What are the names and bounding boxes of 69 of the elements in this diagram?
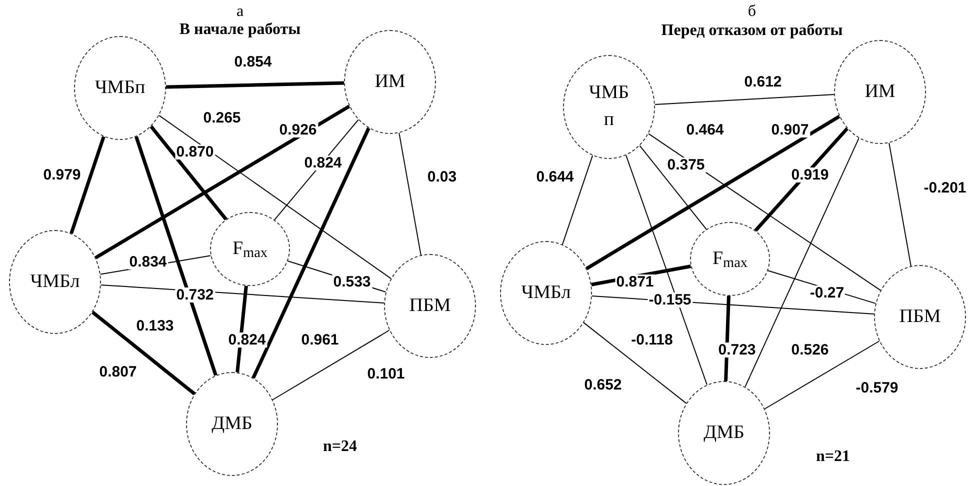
edge-label: 0.824	[303, 156, 343, 170]
panel-title: В начале работы	[179, 22, 301, 38]
node-label: F$_{max}$	[712, 246, 748, 272]
node-label: ДМБ	[212, 412, 252, 436]
panel-letter: а	[236, 4, 244, 20]
edge-label: -0.201	[922, 180, 968, 196]
connector-line	[398, 132, 422, 256]
connector-line	[562, 155, 594, 245]
connector-line	[583, 322, 687, 404]
edge-label: 0.919	[790, 168, 830, 182]
edge-label: 0.464	[685, 122, 725, 138]
edge-label: 0.101	[366, 366, 406, 382]
edge-label: 0.375	[666, 158, 706, 172]
connector-line	[70, 136, 106, 234]
node-label: ЧМБл	[30, 270, 80, 294]
panel-title: Перед отказом от работы	[661, 23, 843, 39]
edge-label: 0.854	[233, 54, 273, 70]
edge-label: 0.03	[426, 170, 458, 184]
edge-label: -0.155	[648, 292, 692, 308]
node-label: ИМ	[374, 70, 406, 94]
connector-line	[158, 114, 392, 280]
edge-label: 0.533	[332, 274, 372, 290]
connector-line	[166, 81, 344, 89]
connector-line	[888, 142, 912, 267]
edge-label: 0.926	[278, 122, 318, 138]
connector-line	[272, 330, 390, 400]
connector-line	[764, 340, 880, 410]
connector-line	[744, 138, 860, 388]
edge-label: 0.907	[770, 122, 810, 138]
edge-label: 0.961	[300, 332, 340, 348]
connector-line	[91, 310, 196, 396]
node-label: ЧМБп	[94, 76, 146, 100]
edge-label: 0.870	[175, 144, 215, 160]
node-label: ЧМБ п	[588, 81, 630, 132]
connector-line	[648, 133, 881, 291]
connector-line	[639, 145, 707, 230]
edge-label: 0.612	[743, 74, 783, 90]
edge-label: 0.979	[42, 168, 82, 182]
connector-line	[252, 127, 370, 379]
connector-line	[94, 104, 350, 260]
connector-line	[150, 125, 228, 220]
edge-label: 0.526	[790, 342, 830, 358]
node-label: ПБМ	[899, 304, 941, 329]
node-label: F$_{max}$	[232, 236, 268, 262]
connector-line	[754, 127, 849, 232]
sample-size: n=24	[323, 439, 357, 455]
edge-label: 0.644	[535, 170, 575, 184]
edge-label: -0.27	[808, 286, 846, 300]
edge-label: 0.133	[135, 318, 175, 334]
edge-label: -0.579	[854, 380, 900, 396]
node-label: ПБМ	[409, 294, 451, 318]
edge-label: 0.834	[128, 254, 168, 270]
edge-label: 0.723	[717, 342, 757, 358]
edge-label: 0.871	[615, 274, 655, 290]
node-label: ЧМБл	[521, 280, 571, 305]
connector-line	[654, 94, 835, 105]
connector-line	[626, 154, 708, 386]
sample-size: n=21	[816, 449, 850, 465]
edge-label: -0.118	[630, 332, 674, 348]
edge-label: 0.807	[98, 364, 138, 380]
edge-label: 0.732	[175, 288, 215, 302]
node-label: ДМБ	[704, 420, 744, 445]
connector-line	[586, 114, 840, 270]
panel-letter: б	[748, 4, 756, 20]
edge-label: 0.265	[202, 110, 242, 126]
edge-label: 0.824	[227, 332, 267, 348]
edge-label: 0.652	[583, 378, 623, 392]
connector-line	[134, 136, 218, 376]
node-label: ИМ	[864, 80, 896, 104]
